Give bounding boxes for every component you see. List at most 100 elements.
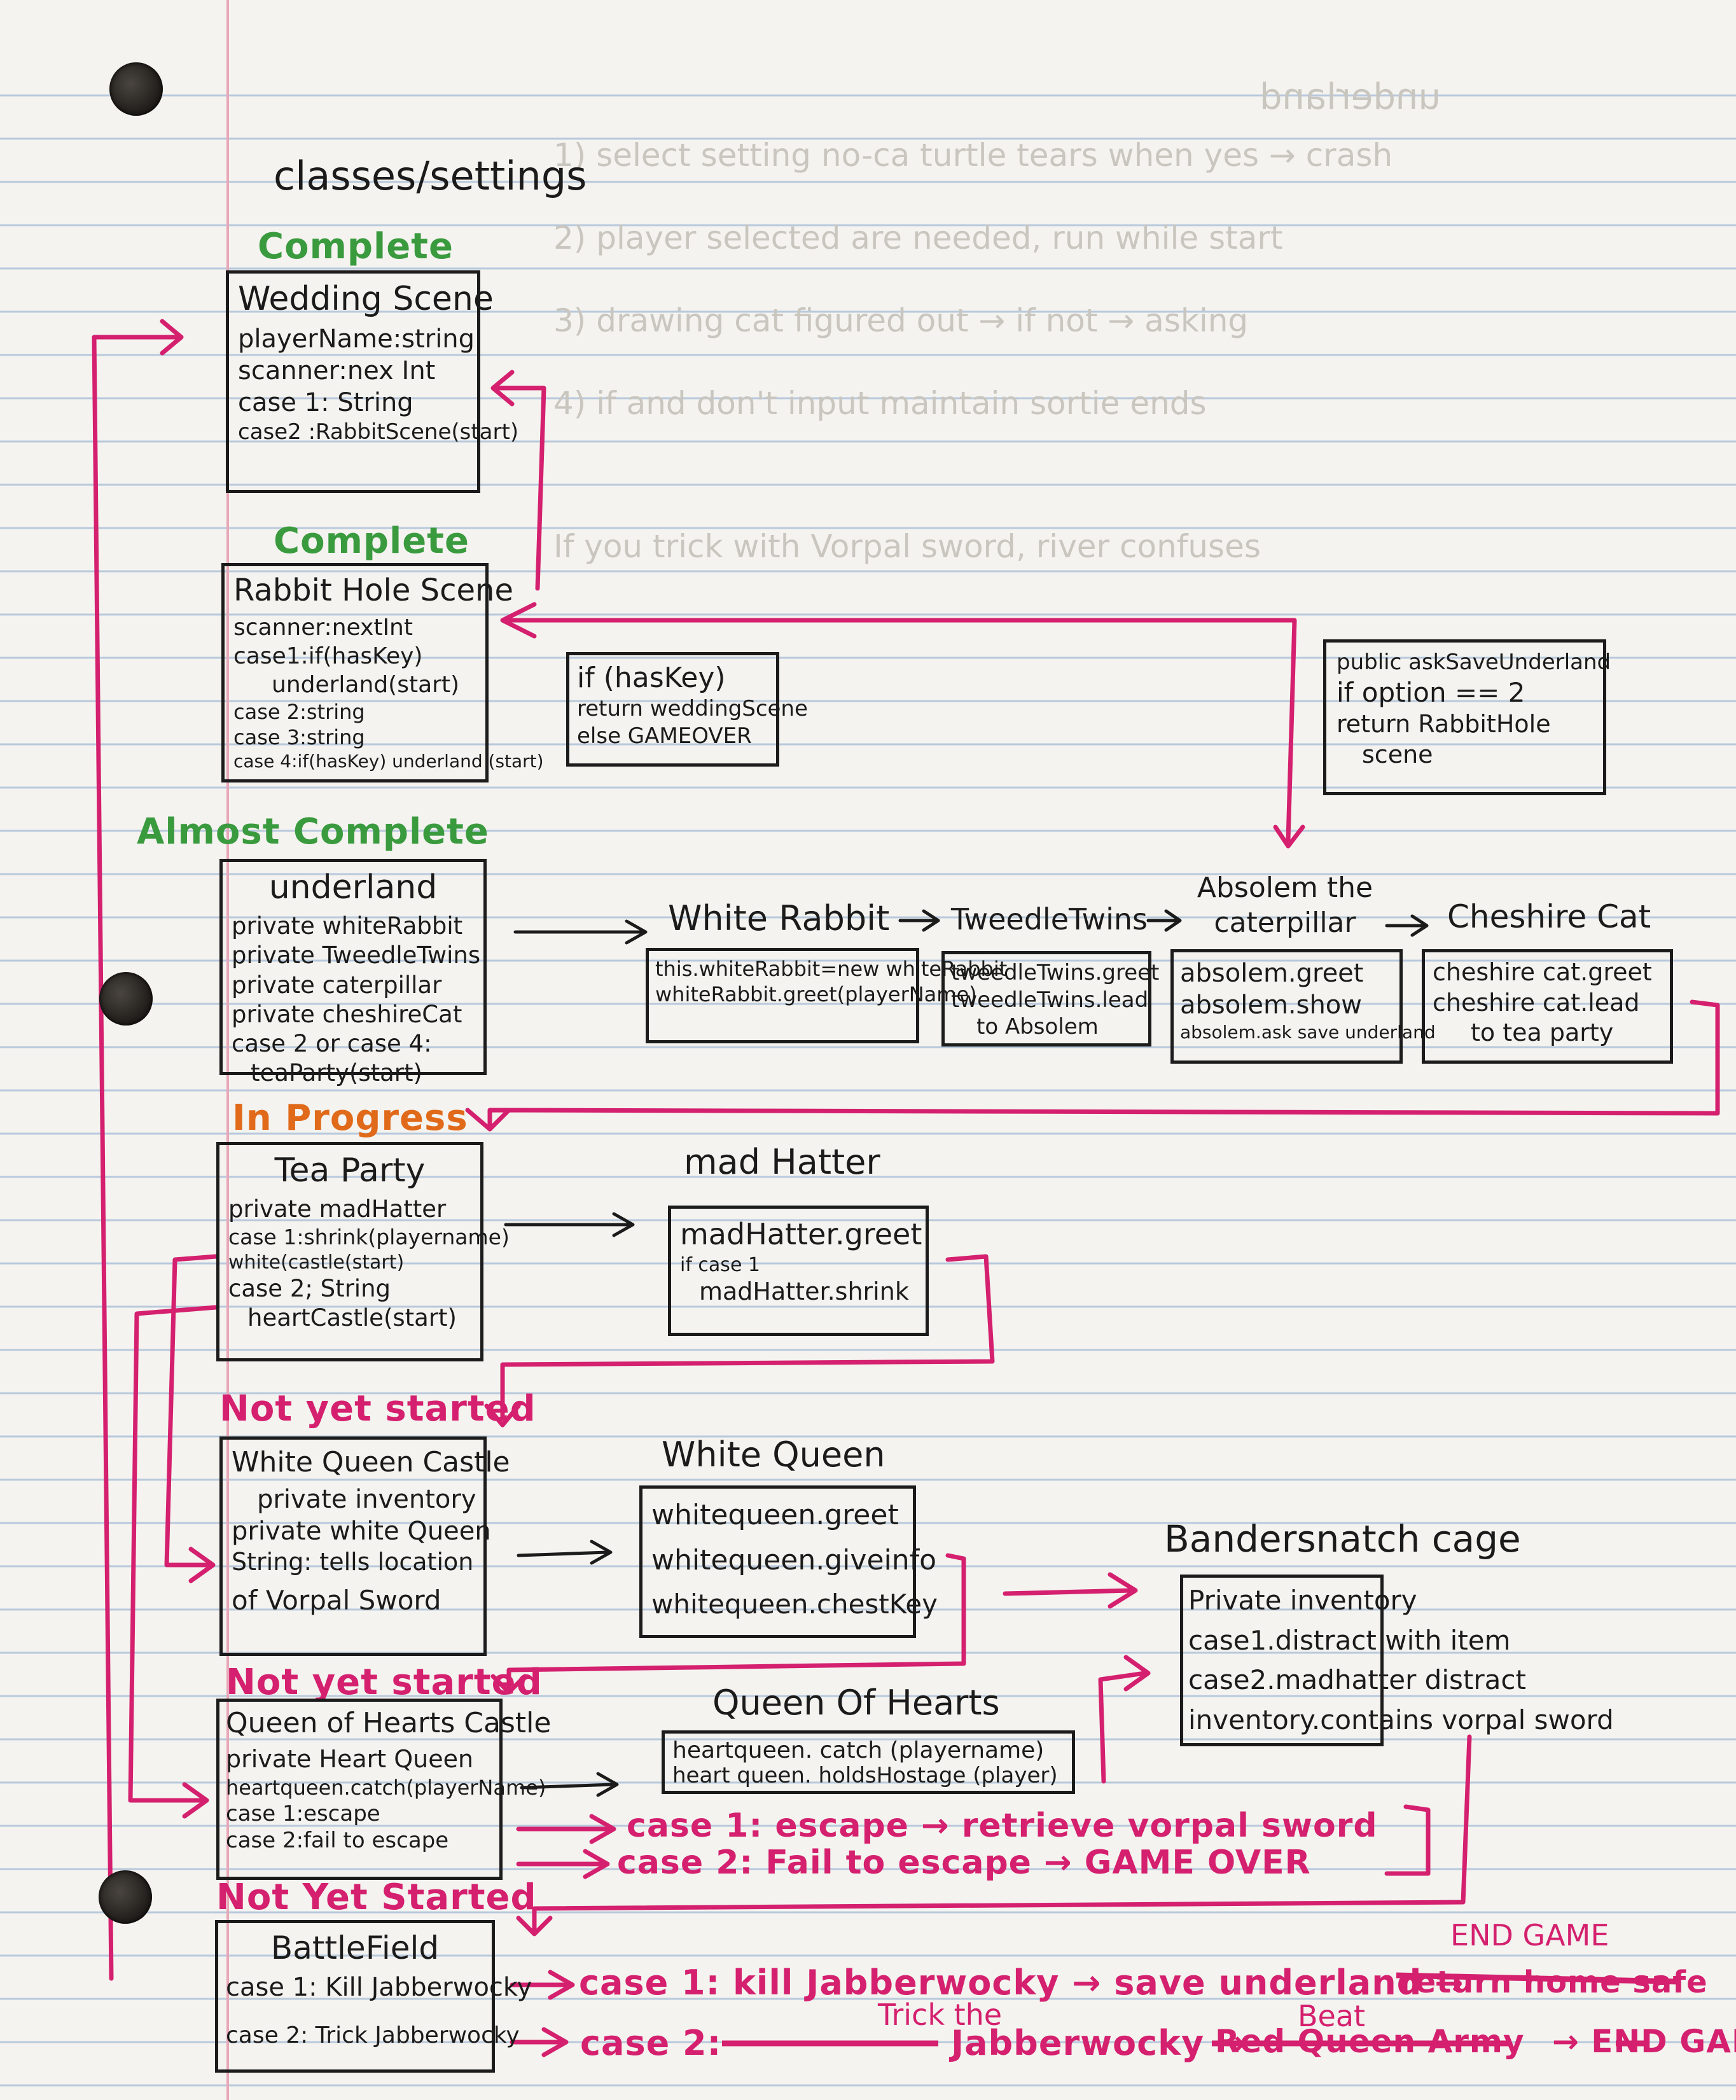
- box-line: Private inventory: [1188, 1585, 1417, 1616]
- box-title: Wedding Scene: [238, 280, 494, 318]
- bleed-through-text: 3) drawing cat figured out → if not → as…: [553, 302, 1249, 339]
- char-box-absolem: absolem.greet absolem.show absolem.ask s…: [1170, 949, 1436, 1064]
- box-title: BattleField: [270, 1930, 440, 1966]
- arrowhead: [484, 1403, 521, 1428]
- binder-hole: [99, 972, 153, 1026]
- status-label-rabbit: Complete: [274, 520, 469, 562]
- arrowhead: [516, 1916, 553, 1937]
- asksave-loop-connector: [506, 618, 1297, 842]
- char-head-absolem: Absolem the caterpillar: [1197, 872, 1373, 939]
- status-label-underland: Almost Complete: [137, 811, 489, 852]
- rabbit-to-wedding-connector: [494, 386, 546, 591]
- arrowhead: [465, 1108, 511, 1132]
- box-line: inventory.contains vorpal sword: [1188, 1704, 1614, 1735]
- page-title: classes/settings: [274, 153, 587, 199]
- box-line: heartCastle(start): [247, 1304, 457, 1332]
- char-box-white-rabbit: this.whiteRabbit=new whiteRabbit whiteRa…: [646, 948, 1008, 1043]
- qoh-case2-text: case 2: Fail to escape → GAME OVER: [617, 1844, 1311, 1882]
- box-line: madHatter.greet: [680, 1217, 922, 1251]
- char-head-mad-hatter: mad Hatter: [684, 1142, 880, 1182]
- bleed-through-text: If you trick with Vorpal sword, river co…: [553, 528, 1261, 565]
- class-box-wedding-scene: Wedding Scene playerName:string scanner:…: [226, 270, 518, 493]
- bf-case1-struck-text: return home safe: [1399, 1964, 1708, 2000]
- binder-hole: [99, 1870, 152, 1924]
- box-line: private cheshireCat: [232, 1000, 462, 1028]
- box-line: this.whiteRabbit=new whiteRabbit: [655, 957, 1008, 981]
- arrowhead: [188, 1547, 216, 1583]
- arrowhead: [1410, 914, 1429, 937]
- box-line: to Absolem: [976, 1014, 1099, 1040]
- box-title: underland: [268, 868, 438, 907]
- status-label-battlefield: Not Yet Started: [216, 1877, 537, 1918]
- box-line: teaParty(start): [251, 1059, 422, 1087]
- box-line: underland(start): [272, 672, 460, 698]
- box-line: tweedleTwins.lead: [951, 987, 1149, 1013]
- arrowhead: [548, 1970, 575, 2000]
- cheshire-to-tea-connector: [487, 999, 1720, 1129]
- box-line: heartqueen. catch (playername): [672, 1737, 1045, 1763]
- char-head-cheshire: Cheshire Cat: [1447, 898, 1651, 935]
- char-head-bandersnatch: Bandersnatch cage: [1164, 1517, 1521, 1561]
- box-line: private white Queen: [232, 1517, 491, 1546]
- char-head-white-rabbit: White Rabbit: [668, 898, 890, 938]
- box-line: case2.madhatter distract: [1188, 1664, 1526, 1695]
- spine-connector: [92, 335, 181, 1981]
- box-line: absolem.greet: [1180, 959, 1364, 988]
- pink-connectors: [92, 319, 1720, 2057]
- box-line: case 2:string: [233, 700, 365, 724]
- box-line: private TweedleTwins: [232, 942, 481, 970]
- case-bracket-connector: [1384, 1804, 1431, 1876]
- whitequeen-to-heartcastle-connector: [506, 1553, 966, 1692]
- arrowhead: [589, 1814, 616, 1844]
- note-line: if (hasKey): [577, 662, 726, 694]
- box-line: case 1: String: [238, 388, 413, 417]
- arrowhead: [612, 1212, 635, 1237]
- box-line: case 2: Trick Jabberwocky: [226, 2022, 520, 2048]
- bf-case1-text: case 1: kill Jabberwocky → save underlan…: [579, 1963, 1464, 2003]
- box-line: case 3:string: [233, 725, 365, 749]
- box-line: case 2; String: [228, 1275, 391, 1302]
- bf-case2-text-c: Red Queen Army: [1215, 2023, 1525, 2060]
- trick-the-label: Trick the: [878, 1998, 1003, 2032]
- arrowhead: [596, 1772, 619, 1797]
- arrowhead: [1164, 909, 1182, 932]
- black-arrows: [504, 909, 1429, 1797]
- box-line: heartqueen.catch(playerName): [226, 1775, 546, 1800]
- arrowhead: [160, 319, 184, 356]
- box-line: whitequeen.giveinfo: [651, 1544, 937, 1576]
- box-line: cheshire cat.lead: [1433, 988, 1640, 1017]
- box-line: playerName:string: [238, 324, 475, 354]
- status-label-white-castle: Not yet started: [219, 1388, 536, 1429]
- arrowhead: [490, 1674, 527, 1695]
- arrowhead: [182, 1782, 209, 1819]
- box-line: case1.distract with item: [1188, 1624, 1511, 1656]
- tea-to-heartcastle-connector: [128, 1305, 219, 1803]
- status-label-heart-castle: Not yet started: [226, 1662, 543, 1703]
- box-line: private caterpillar: [232, 971, 442, 999]
- bleed-through-text: 1) select setting no-ca turtle tears whe…: [553, 137, 1393, 174]
- note-line: return RabbitHole: [1337, 710, 1551, 738]
- box-line: cheshire cat.greet: [1433, 958, 1652, 986]
- char-box-queen-of-hearts: heartqueen. catch (playername) heart que…: [662, 1730, 1075, 1794]
- box-line: case1:if(hasKey): [233, 643, 423, 669]
- class-box-underland: underland private whiteRabbit private Tw…: [219, 859, 487, 1087]
- char-head-white-queen: White Queen: [662, 1435, 885, 1475]
- class-box-battlefield: BattleField case 1: Kill Jabberwocky cas…: [215, 1920, 532, 2073]
- box-line: case 1:escape: [226, 1800, 380, 1826]
- box-line: scanner:nex Int: [238, 356, 436, 386]
- box-title: Queen of Hearts Castle: [226, 1707, 552, 1739]
- char-head-tweedle: TweedleTwins: [951, 902, 1148, 936]
- char-box-bandersnatch: Private inventory case1.distract with it…: [1180, 1575, 1614, 1746]
- arrowhead: [1108, 1572, 1138, 1609]
- binder-hole: [109, 62, 163, 116]
- arrowhead: [1273, 824, 1305, 849]
- box-line: case 1:shrink(playername): [228, 1225, 510, 1250]
- box-line: absolem.ask save underland: [1180, 1022, 1436, 1043]
- qoh-to-bander-connector: [1098, 1671, 1148, 1784]
- box-line: case 2:fail to escape: [226, 1828, 449, 1853]
- box-line: whitequeen.chestKey: [651, 1589, 938, 1620]
- arrowhead: [590, 1540, 613, 1565]
- box-line: whiteRabbit.greet(playerName): [655, 982, 977, 1006]
- bf-case2-text-a: case 2:: [580, 2023, 722, 2063]
